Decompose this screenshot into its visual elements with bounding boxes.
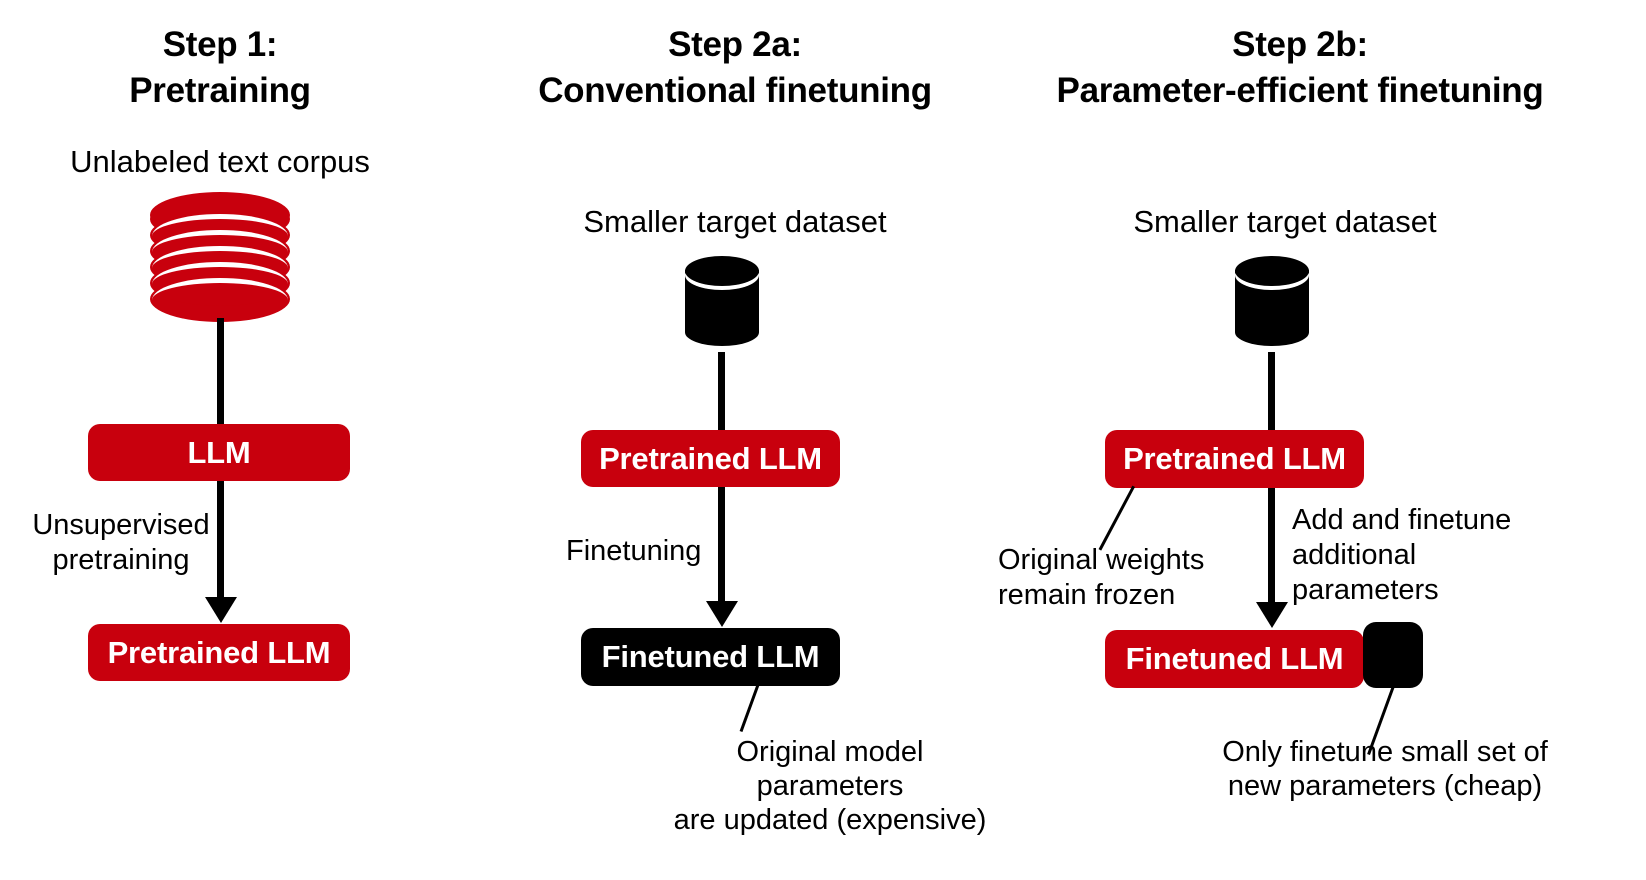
edge-label-step2b-line2: additional — [1292, 538, 1417, 571]
edge-label-step2b-line3: parameters — [1292, 573, 1439, 606]
arrow-step1-head — [205, 597, 237, 623]
adapter-parameters-chip[interactable] — [1363, 622, 1423, 688]
source-caption-step1: Unlabeled text corpus — [70, 144, 370, 179]
connector-step1-source-to-llm — [217, 318, 224, 428]
black-cylinder-database-icon-step2a — [685, 256, 759, 346]
edge-label-step2b-line1: Add and finetune — [1292, 504, 1512, 536]
column-title-step2b-line1: Step 2b: — [1232, 25, 1368, 64]
annotation-step2b-line2: new parameters (cheap) — [1227, 770, 1543, 803]
column-title-step1-line1: Step 1: — [162, 25, 278, 64]
source-caption-step2b: Smaller target dataset — [1133, 204, 1437, 239]
arrow-step2b-shaft — [1268, 488, 1275, 606]
model-box-finetuned-llm-step2b[interactable]: Finetuned LLM — [1105, 630, 1364, 688]
edge-label-step2b: Add and finetune additional parameters — [1292, 503, 1552, 607]
annotation-step2a-line1: Original model parameters — [736, 736, 924, 803]
column-title-step2a-line2: Conventional finetuning — [538, 71, 932, 111]
black-cylinder-database-icon-step2b — [1235, 256, 1309, 346]
arrow-step1-shaft — [217, 481, 224, 601]
column-title-step2a: Step 2a: Conventional finetuning — [520, 22, 950, 114]
column-title-step2b-line2: Parameter-efficient finetuning — [1056, 71, 1544, 111]
annotation-step2a: Original model parameters are updated (e… — [660, 735, 1000, 838]
edge-label-step2a-line1: Finetuning — [566, 535, 702, 567]
connector-step2b-source-to-pretrained — [1268, 352, 1275, 430]
model-box-pretrained-llm-step2b[interactable]: Pretrained LLM — [1105, 430, 1364, 488]
annotation-step2a-line2: are updated (expensive) — [673, 804, 987, 837]
model-box-pretrained-llm-step2a[interactable]: Pretrained LLM — [581, 430, 840, 487]
column-title-step1: Step 1: Pretraining — [20, 22, 420, 114]
frozen-note-step2b-line2: remain frozen — [998, 578, 1176, 611]
annotation-step2b: Only finetune small set of new parameter… — [1210, 735, 1560, 803]
red-stacked-database-icon — [150, 192, 290, 322]
edge-label-step1: Unsupervised pretraining — [32, 508, 210, 578]
model-box-llm-step1[interactable]: LLM — [88, 424, 350, 481]
column-title-step1-line2: Pretraining — [129, 71, 311, 111]
source-caption-step2a: Smaller target dataset — [583, 204, 887, 239]
leader-line-step2b-frozen — [1098, 485, 1135, 551]
arrow-step2b-head — [1256, 602, 1288, 628]
connector-step2a-source-to-pretrained — [718, 352, 725, 430]
column-title-step2a-line1: Step 2a: — [668, 25, 802, 64]
edge-label-step1-line1: Unsupervised — [32, 509, 210, 541]
arrow-step2a-head — [706, 601, 738, 627]
column-title-step2b: Step 2b: Parameter-efficient finetuning — [1000, 22, 1600, 114]
edge-label-step1-line2: pretraining — [52, 543, 190, 576]
frozen-note-step2b: Original weights remain frozen — [998, 543, 1208, 613]
frozen-note-step2b-line1: Original weights — [998, 544, 1205, 576]
model-box-finetuned-llm-step2a[interactable]: Finetuned LLM — [581, 628, 840, 686]
model-box-pretrained-llm-step1[interactable]: Pretrained LLM — [88, 624, 350, 681]
annotation-step2b-line1: Only finetune small set of — [1222, 736, 1548, 768]
arrow-step2a-shaft — [718, 487, 725, 605]
edge-label-step2a: Finetuning — [566, 534, 736, 569]
